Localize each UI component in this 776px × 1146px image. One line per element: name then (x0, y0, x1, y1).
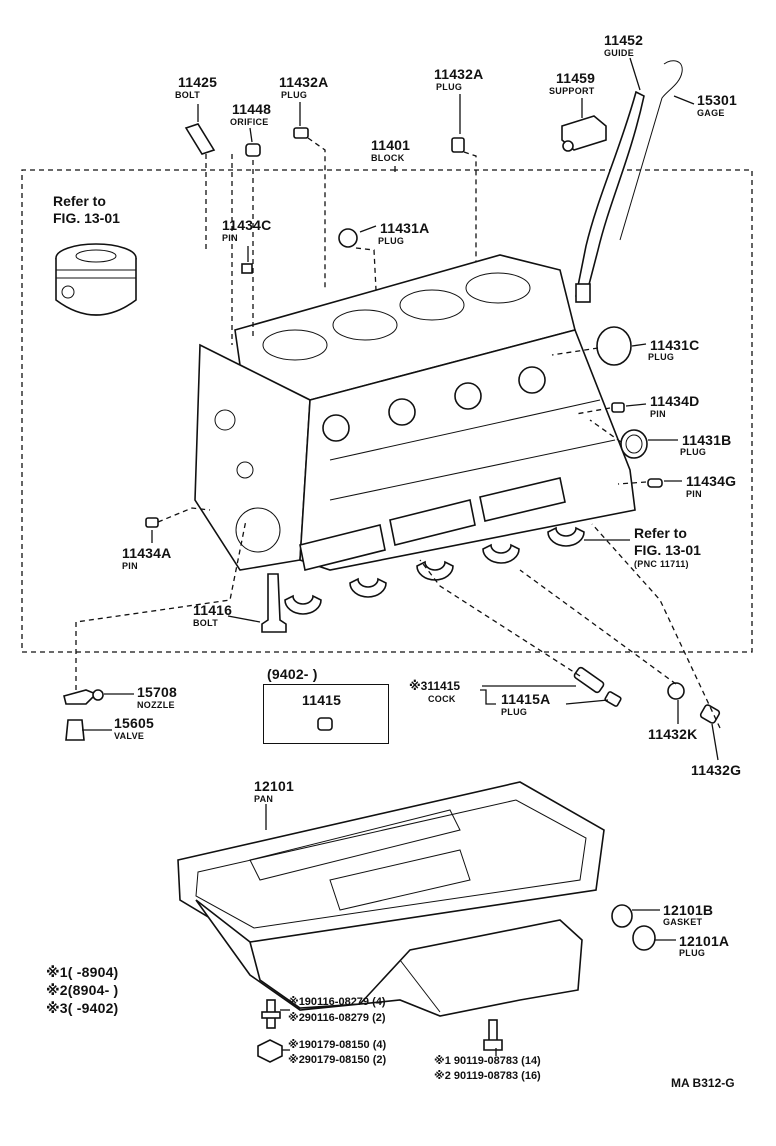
part-name-11415A: PLUG (501, 707, 528, 717)
part-number-11448[interactable]: 11448 (232, 101, 272, 117)
part-number-11431B[interactable]: 11431B (682, 432, 732, 448)
part-number-11434G[interactable]: 11434G (686, 473, 737, 489)
legend-line-1: ※1( -8904) (46, 964, 119, 980)
part-number-11416[interactable]: 11416 (193, 602, 233, 618)
part-number-15708[interactable]: 15708 (137, 684, 177, 700)
part-name-11431B: PLUG (680, 447, 707, 457)
part-name-12101A: PLUG (679, 948, 706, 958)
part-name-11452: GUIDE (604, 48, 635, 58)
part-number-15301[interactable]: 15301 (697, 92, 737, 108)
part-name-15708: NOZZLE (137, 700, 175, 710)
dipstick-guide-and-gauge (575, 60, 683, 303)
block-group-boundary (21, 169, 753, 653)
part-name-11434D: PIN (650, 409, 666, 419)
part-number-15605[interactable]: 15605 (114, 715, 154, 731)
part-number-11425[interactable]: 11425 (178, 74, 218, 90)
part-number-12101A[interactable]: 12101A (679, 933, 730, 949)
part-number-11432K[interactable]: 11432K (648, 726, 698, 742)
part-name-11415-cock: COCK (428, 694, 456, 704)
part-number-11432A-right[interactable]: 11432A (434, 66, 484, 82)
part-name-11432A-right: PLUG (436, 82, 463, 92)
code-90119-08783-2[interactable]: ※2 90119-08783 (16) (434, 1070, 541, 1082)
code-90116-08279-2[interactable]: ※290116-08279 (2) (288, 1012, 386, 1024)
part-number-11434A[interactable]: 11434A (122, 545, 172, 561)
part-name-11434C: PIN (222, 233, 238, 243)
part-name-15605: VALVE (114, 731, 145, 741)
part-number-11415A[interactable]: 11415A (501, 691, 551, 707)
part-11415-range-box (263, 684, 389, 744)
legend-line-2: ※2(8904- ) (46, 982, 119, 998)
part-name-12101: PAN (254, 794, 274, 804)
part-number-11432A-left[interactable]: 11432A (279, 74, 329, 90)
legend-line-3: ※3( -9402) (46, 1000, 119, 1016)
part-name-11432A-left: PLUG (281, 90, 308, 100)
part-name-11434A: PIN (122, 561, 138, 571)
oil-pan-illustration (177, 781, 656, 1017)
bearing-shells (284, 526, 585, 615)
part-number-11434C[interactable]: 11434C (222, 217, 272, 233)
refer-to-fig-right-line3: (PNC 11711) (634, 559, 689, 569)
part-number-11434D[interactable]: 11434D (650, 393, 700, 409)
part-name-11425: BOLT (175, 90, 201, 100)
cylinder-block-illustration (194, 254, 636, 571)
refer-to-fig-top-line1: Refer to (53, 193, 106, 209)
part-number-11401[interactable]: 11401 (371, 137, 411, 153)
part-name-11416: BOLT (193, 618, 219, 628)
part-name-11401: BLOCK (371, 153, 405, 163)
part-number-11415[interactable]: 11415 (302, 692, 342, 708)
part-name-12101B: GASKET (663, 917, 703, 927)
part-name-11431A: PLUG (378, 236, 405, 246)
part-number-12101B[interactable]: 12101B (663, 902, 714, 918)
part-name-15301: GAGE (697, 108, 725, 118)
code-90179-08150-1[interactable]: ※190179-08150 (4) (288, 1039, 387, 1051)
part-name-11448: ORIFICE (230, 117, 269, 127)
part-name-11459: SUPPORT (549, 86, 595, 96)
piston-illustration (55, 243, 137, 316)
code-90116-08279-1[interactable]: ※190116-08279 (4) (288, 996, 386, 1008)
pan-fasteners (257, 999, 503, 1063)
part-number-12101[interactable]: 12101 (254, 778, 294, 794)
top-fasteners (184, 115, 607, 274)
refer-to-fig-top-line2[interactable]: FIG. 13-01 (53, 210, 120, 226)
part-name-11431C: PLUG (648, 352, 675, 362)
part-name-11434G: PIN (686, 489, 702, 499)
code-90179-08150-2[interactable]: ※290179-08150 (2) (288, 1054, 387, 1066)
part-number-11431C[interactable]: 11431C (650, 337, 700, 353)
part-11415-range: (9402- ) (267, 666, 318, 682)
part-number-11415-cock[interactable]: ※311415 (409, 679, 461, 693)
refer-to-fig-right-line2[interactable]: FIG. 13-01 (634, 542, 701, 558)
part-number-11452[interactable]: 11452 (604, 32, 644, 48)
part-number-11431A[interactable]: 11431A (380, 220, 430, 236)
code-90119-08783-1[interactable]: ※1 90119-08783 (14) (434, 1055, 541, 1067)
part-number-11432G[interactable]: 11432G (691, 762, 742, 778)
leader-lines (75, 57, 721, 1056)
part-number-11459[interactable]: 11459 (556, 70, 596, 86)
diagram-reference-code: MA B312-G (671, 1076, 735, 1090)
refer-to-fig-right-line1: Refer to (634, 525, 687, 541)
right-side-plugs-pins (145, 326, 663, 633)
lower-fittings (63, 666, 721, 741)
